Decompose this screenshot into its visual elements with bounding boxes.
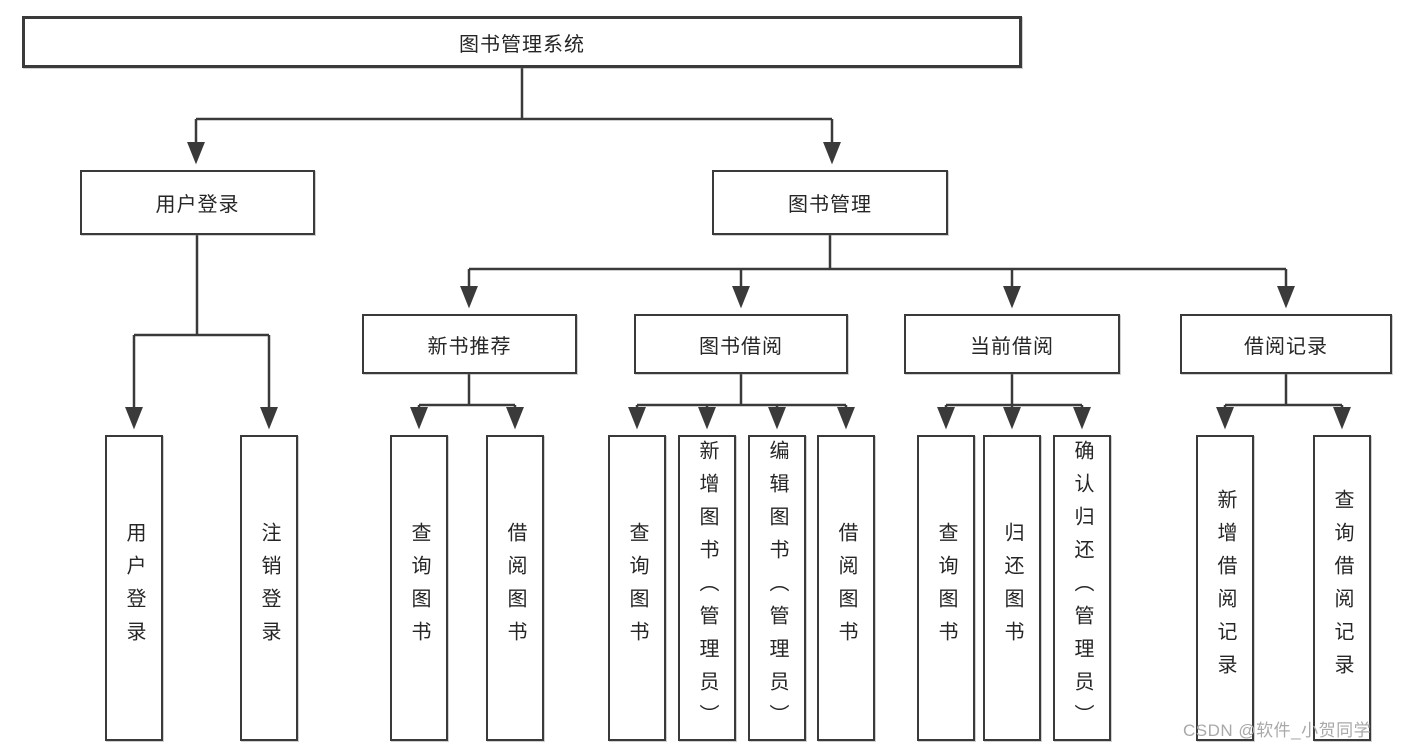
leaf-add-book-admin: 新增图书（管理员）	[678, 435, 736, 741]
leaf-return-book: 归还图书	[983, 435, 1041, 741]
leaf-query-books-borrow: 查询图书	[608, 435, 666, 741]
node-current-borrow: 当前借阅	[904, 314, 1120, 374]
leaf-user-login: 用户登录	[105, 435, 163, 741]
leaf-logout: 注销登录	[240, 435, 298, 741]
node-book-management: 图书管理	[712, 170, 948, 235]
node-borrow-records: 借阅记录	[1180, 314, 1392, 374]
watermark: CSDN @软件_小贺同学	[1183, 721, 1372, 740]
leaf-query-borrow-record: 查询借阅记录	[1313, 435, 1371, 741]
leaf-add-borrow-record: 新增借阅记录	[1196, 435, 1254, 741]
leaf-edit-book-admin: 编辑图书（管理员）	[748, 435, 806, 741]
leaf-query-books-current: 查询图书	[917, 435, 975, 741]
node-root: 图书管理系统	[22, 16, 1022, 68]
leaf-confirm-return-admin: 确认归还（管理员）	[1053, 435, 1111, 741]
node-book-borrow: 图书借阅	[634, 314, 848, 374]
node-new-book-recommend: 新书推荐	[362, 314, 577, 374]
leaf-borrow-books-borrow: 借阅图书	[817, 435, 875, 741]
leaf-query-books-recommend: 查询图书	[390, 435, 448, 741]
node-user-login: 用户登录	[80, 170, 315, 235]
leaf-borrow-books-recommend: 借阅图书	[486, 435, 544, 741]
